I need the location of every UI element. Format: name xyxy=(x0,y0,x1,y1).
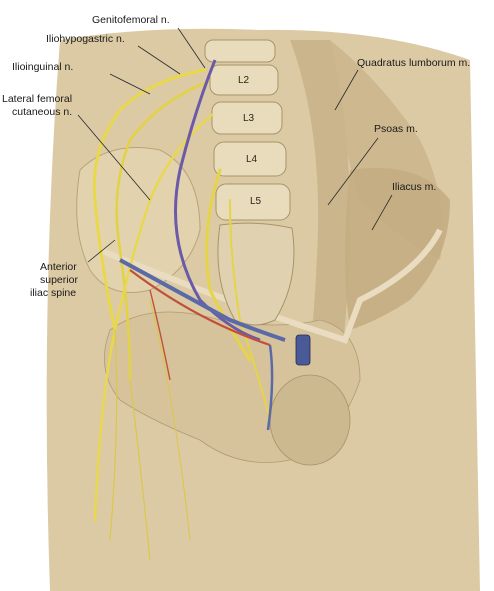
label-iliacus: Iliacus m. xyxy=(392,181,436,193)
vertebra-l1 xyxy=(204,39,276,63)
leader-iliacus xyxy=(371,194,393,231)
inguinal-ligament xyxy=(98,228,443,344)
iliacus-muscle xyxy=(345,168,450,330)
leader-lateral-femoral xyxy=(77,114,151,201)
nerves xyxy=(92,68,271,561)
leader-asis xyxy=(87,239,116,263)
label-quadratus: Quadratus lumborum m. xyxy=(357,57,470,69)
vertebra-label-l5: L5 xyxy=(250,196,262,207)
vertebra-label-l3: L3 xyxy=(243,113,255,124)
iliohypogastric-nerve xyxy=(92,68,207,332)
leader-iliohypogastric xyxy=(137,45,181,75)
femoral-head xyxy=(269,374,351,466)
external-iliac-artery xyxy=(129,269,271,347)
label-genitofemoral: Genitofemoral n. xyxy=(92,14,170,26)
genitofemoral-nerve xyxy=(174,59,261,342)
vertebra-l3 xyxy=(211,101,283,135)
vertebra-l5 xyxy=(215,183,291,221)
leader-psoas xyxy=(327,137,379,206)
ilioinguinal-nerve xyxy=(115,80,210,382)
vertebra-l4 xyxy=(213,141,287,177)
vertebra-l2 xyxy=(209,64,279,96)
femoral-nerve xyxy=(205,168,252,362)
leader-genitofemoral xyxy=(177,27,206,69)
femoral-vein xyxy=(119,258,286,342)
branch-nerve-3 xyxy=(149,299,191,541)
label-psoas: Psoas m. xyxy=(374,123,418,135)
femoral-sheath-band xyxy=(295,334,311,366)
obturator-nerve xyxy=(229,199,271,421)
label-lateral-femoral-1: Lateral femoral xyxy=(2,93,72,105)
label-lateral-femoral-2: cutaneous n. xyxy=(12,106,72,118)
leader-ilioinguinal xyxy=(109,73,151,95)
label-iliohypogastric: Iliohypogastric n. xyxy=(46,33,125,45)
vertebra-label-l2: L2 xyxy=(238,75,250,86)
lateral-femoral-cutaneous-nerve xyxy=(93,113,214,522)
label-asis-2: superior xyxy=(40,274,78,286)
femoral-vessels-lower xyxy=(266,344,274,431)
leader-lines xyxy=(77,27,393,263)
branch-nerve-2 xyxy=(129,379,151,561)
branch-nerve-1 xyxy=(109,329,118,541)
vertebra-label-l4: L4 xyxy=(246,154,258,165)
label-ilioinguinal: Ilioinguinal n. xyxy=(12,61,73,73)
circumflex-artery xyxy=(149,289,171,381)
leader-quadratus xyxy=(334,69,359,111)
label-asis-1: Anterior xyxy=(40,261,77,273)
label-asis-3: iliac spine xyxy=(30,287,76,299)
